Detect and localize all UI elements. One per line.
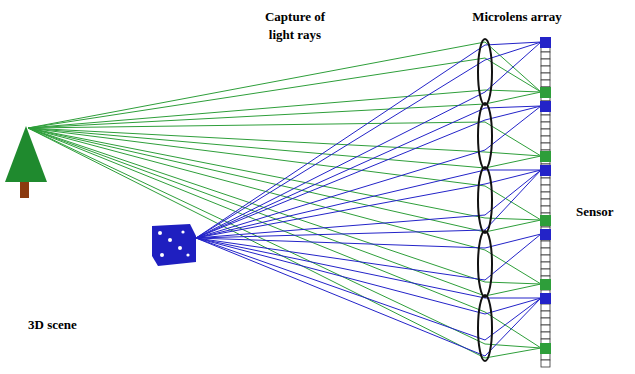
sensor-pixel — [541, 241, 550, 248]
text-label: Microlens array — [462, 8, 572, 26]
light-ray — [196, 238, 541, 356]
microlens — [478, 39, 492, 105]
light-ray — [28, 128, 541, 168]
sensor-pixel-blue — [540, 37, 551, 48]
microlens-array — [478, 39, 492, 361]
sensor-pixel — [541, 80, 550, 87]
sensor-pixel — [541, 206, 550, 213]
light-ray — [28, 128, 541, 348]
sensor-pixel-green — [540, 279, 551, 290]
light-ray — [28, 128, 541, 220]
light-ray — [28, 128, 541, 220]
light-ray — [28, 128, 541, 284]
sensor-pixel — [541, 52, 550, 59]
light-ray — [28, 128, 541, 156]
sensor-pixel-green — [540, 87, 551, 98]
sensor-pixel-blue — [540, 293, 551, 304]
microlens — [478, 103, 492, 169]
sensor-pixel — [541, 248, 550, 255]
sensor-pixel — [541, 353, 550, 360]
light-ray — [28, 42, 541, 128]
sensor-pixel — [541, 115, 550, 122]
sensor-pixel — [541, 185, 550, 192]
sensor-pixel — [541, 311, 550, 318]
sensor-pixel — [541, 136, 550, 143]
light-ray — [196, 106, 541, 238]
microlens — [478, 231, 492, 297]
light-ray — [196, 42, 541, 238]
sensor-pixel-green — [540, 151, 551, 162]
sensor-pixel — [541, 332, 550, 339]
sensor-pixel-green — [540, 215, 551, 226]
sensor-pixel — [541, 360, 550, 367]
sensor-pixel — [541, 192, 550, 199]
sensor-pixel — [541, 199, 550, 206]
light-ray — [28, 128, 541, 284]
sensor-pixel — [541, 73, 550, 80]
sensor-pixel — [541, 59, 550, 66]
sensor-pixel — [541, 178, 550, 185]
sensor-pixel — [541, 255, 550, 262]
text-label: 3D scene — [28, 316, 118, 334]
light-ray — [196, 106, 541, 238]
sensor-pixel — [541, 143, 550, 150]
dice-object — [152, 224, 196, 266]
text-label: Capture of light rays — [255, 8, 335, 43]
sensor-pixel — [541, 304, 550, 311]
light-ray — [196, 42, 541, 238]
sensor-pixel-blue — [540, 101, 551, 112]
light-ray — [196, 106, 541, 238]
light-rays — [28, 42, 541, 358]
sensor-pixel — [541, 129, 550, 136]
sensor-pixel — [541, 269, 550, 276]
light-ray — [28, 128, 541, 296]
sensor-pixel-blue — [540, 165, 551, 176]
sensor-pixel — [541, 318, 550, 325]
text-label: Sensor — [576, 203, 632, 221]
light-ray — [196, 42, 541, 238]
light-ray — [28, 128, 541, 348]
light-ray — [28, 128, 541, 358]
sensor-pixel — [541, 262, 550, 269]
sensor-pixel — [541, 122, 550, 129]
microlens — [478, 295, 492, 361]
tree-object — [5, 126, 47, 198]
sensor-pixel-blue — [540, 229, 551, 240]
sensor-pixel — [541, 325, 550, 332]
sensor-column — [540, 37, 551, 367]
sensor-pixel — [541, 66, 550, 73]
microlens — [478, 167, 492, 233]
sensor-pixel-green — [540, 343, 551, 354]
